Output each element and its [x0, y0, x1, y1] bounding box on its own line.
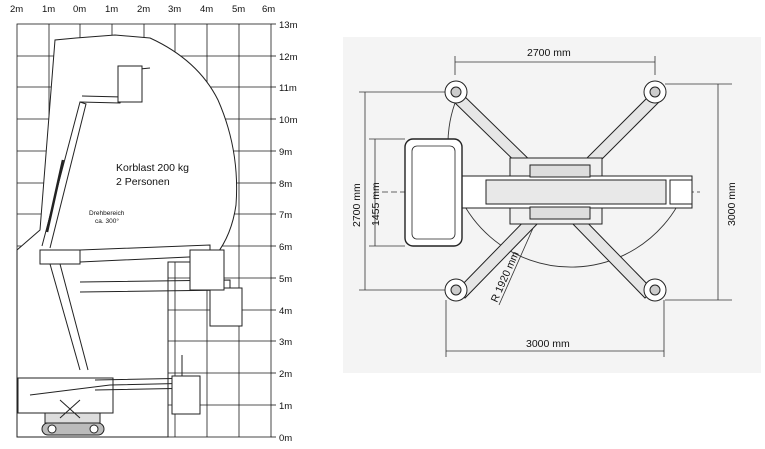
- y-tick-label: 13m: [279, 20, 298, 31]
- basket: [404, 138, 463, 247]
- boom-mid: [39, 244, 243, 371]
- y-tick-label: 10m: [279, 115, 298, 126]
- x-tick-label: 4m: [200, 4, 213, 15]
- y-tick-label: 4m: [279, 306, 292, 317]
- x-tick-label: 1m: [42, 4, 55, 15]
- y-tick-label: 8m: [279, 179, 292, 190]
- y-tick-label: 11m: [279, 83, 297, 94]
- y-axis-labels: 13m 12m 11m 10m 9m 8m 7m 6m 5m 4m 3m 2m …: [279, 20, 298, 444]
- footprint-diagram: 2700 mm 2700 mm 1455 mm 3000 mm 3000 mm …: [343, 37, 761, 373]
- y-tick-label: 5m: [279, 274, 292, 285]
- load-label: Korblast 200 kg: [116, 162, 189, 174]
- left-outer-height-label: 2700 mm: [351, 183, 363, 227]
- x-tick-label: 0m: [73, 4, 86, 15]
- outrigger-pads: [444, 80, 667, 302]
- y-tick-label: 12m: [279, 52, 298, 63]
- rotation-angle-label: ca. 300°: [95, 217, 119, 225]
- y-tick-label: 2m: [279, 369, 292, 380]
- boom-lowered: [94, 355, 201, 415]
- x-axis-labels: 2m 1m 0m 1m 2m 3m 4m 5m 6m: [10, 4, 275, 15]
- rotation-label: Drehbereich: [89, 210, 125, 217]
- y-tick-label: 7m: [279, 210, 292, 221]
- right-height-label: 3000 mm: [726, 182, 738, 226]
- x-tick-label: 6m: [262, 4, 275, 15]
- x-tick-label: 1m: [105, 4, 118, 15]
- x-tick-label: 2m: [137, 4, 150, 15]
- chassis: [461, 157, 693, 225]
- y-tick-label: 1m: [279, 401, 292, 412]
- machine-base: [17, 377, 201, 436]
- top-width-label: 2700 mm: [527, 47, 571, 59]
- outriggers: [451, 91, 662, 299]
- y-axis-ticks: [271, 23, 276, 438]
- x-tick-label: 5m: [232, 4, 245, 15]
- persons-label: 2 Personen: [116, 176, 170, 188]
- left-inner-height-label: 1455 mm: [370, 182, 382, 226]
- boom-raised: [41, 65, 151, 249]
- working-range-diagram: 2m 1m 0m 1m 2m 3m 4m 5m 6m 13m 12m 11m 1…: [10, 4, 298, 444]
- x-tick-label: 3m: [168, 4, 181, 15]
- y-tick-label: 3m: [279, 337, 292, 348]
- x-tick-label: 2m: [10, 4, 23, 15]
- y-tick-label: 0m: [279, 433, 292, 444]
- y-tick-label: 6m: [279, 242, 292, 253]
- bottom-width-label: 3000 mm: [526, 338, 570, 350]
- y-tick-label: 9m: [279, 147, 292, 158]
